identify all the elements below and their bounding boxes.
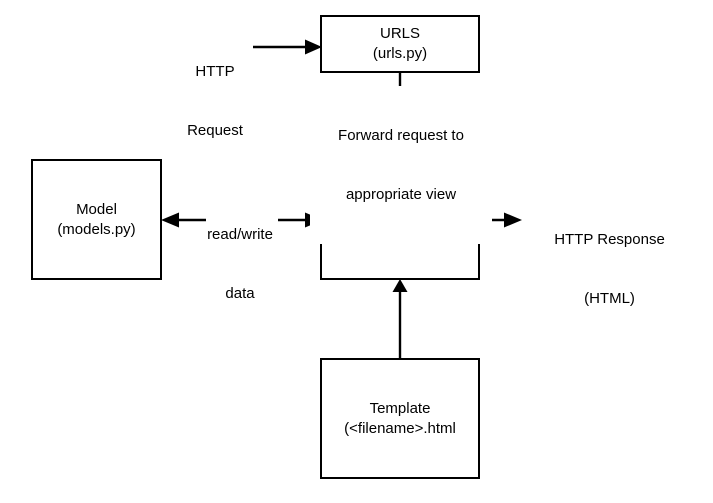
- label-read-write-data: read/write data: [190, 185, 290, 343]
- label-http-request: HTTP Request: [150, 22, 280, 180]
- label-http-request-line2: Request: [187, 121, 243, 139]
- node-urls-file: (urls.py): [372, 45, 428, 62]
- edge-view-to-model: [160, 209, 206, 231]
- label-http-response: HTTP Response (HTML): [522, 190, 697, 348]
- label-forward-request: Forward request to appropriate view: [310, 86, 492, 245]
- label-http-response-line1: HTTP Response: [554, 230, 665, 248]
- node-model-file: (models.py): [57, 220, 136, 238]
- label-forward-line2: appropriate view: [345, 185, 457, 203]
- label-http-response-line2: (HTML): [584, 289, 635, 307]
- edge-template-to-view: [389, 278, 411, 360]
- label-forward-line1: Forward request to: [338, 126, 464, 144]
- node-urls-title: URLS: [379, 25, 420, 43]
- node-template-title: Template: [369, 399, 431, 417]
- node-model-title: Model: [76, 200, 117, 218]
- node-template-file: (<filename>.html: [344, 419, 456, 437]
- node-template[interactable]: Template (<filename>.html: [320, 358, 480, 479]
- node-urls[interactable]: URLS (urls.py): [320, 15, 480, 73]
- label-http-request-line1: HTTP: [195, 62, 235, 80]
- edge-request-to-urls: [253, 36, 325, 58]
- node-model[interactable]: Model (models.py): [31, 159, 162, 280]
- label-readwrite-line1: read/write: [207, 225, 273, 243]
- label-readwrite-line2: data: [225, 284, 255, 302]
